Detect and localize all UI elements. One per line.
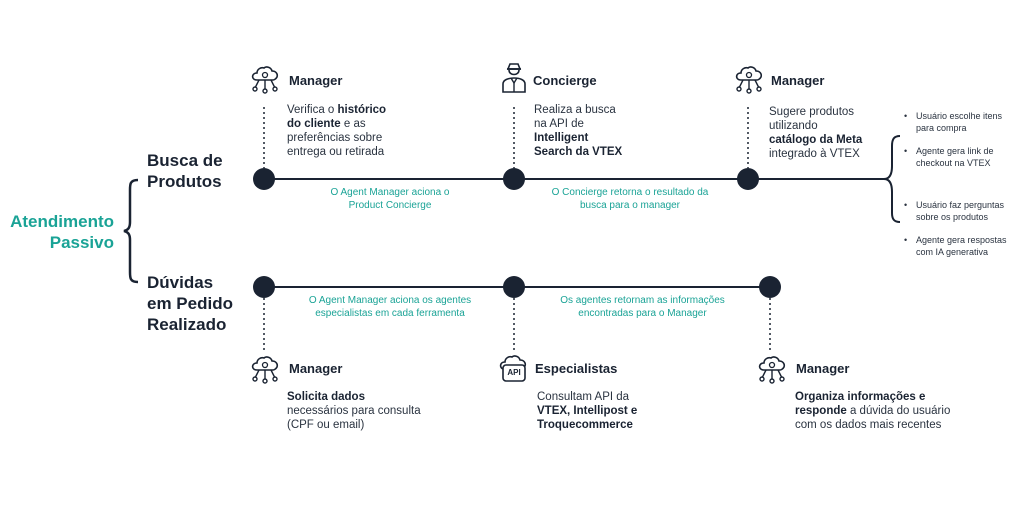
timeline-dot bbox=[253, 276, 275, 298]
main-label-line2: Passivo bbox=[49, 233, 114, 252]
link-text: O Concierge retorna o resultado da busca… bbox=[551, 187, 709, 211]
main-label: Atendimento Passivo bbox=[0, 211, 114, 253]
top-link-1: O Agent Manager aciona o Product Concier… bbox=[300, 187, 480, 212]
concierge-person-icon bbox=[499, 62, 529, 94]
cloud-network-icon bbox=[733, 62, 765, 94]
row-label-line: Realizado bbox=[147, 315, 227, 334]
node-title: Manager bbox=[796, 361, 850, 376]
main-brace bbox=[123, 178, 139, 284]
link-text: O Agent Manager aciona os agentes especi… bbox=[308, 295, 472, 319]
row-label-duvidas: Dúvidas em Pedido Realizado bbox=[147, 272, 233, 335]
main-label-line1: Atendimento bbox=[10, 212, 114, 231]
cloud-network-icon bbox=[756, 352, 788, 384]
cloud-network-icon bbox=[249, 352, 281, 384]
timeline-dot bbox=[503, 276, 525, 298]
node-title: Manager bbox=[771, 73, 825, 88]
node-title: Concierge bbox=[533, 73, 597, 88]
bottom-link-1: O Agent Manager aciona os agentes especi… bbox=[285, 295, 495, 320]
bottom-link-2: Os agentes retornam as informações encon… bbox=[535, 295, 750, 320]
row-label-line: Produtos bbox=[147, 172, 222, 191]
node-title: Manager bbox=[289, 73, 343, 88]
link-text: O Agent Manager aciona o Product Concier… bbox=[330, 187, 450, 211]
api-icon-label: API bbox=[507, 368, 521, 377]
top-link-2: O Concierge retorna o resultado da busca… bbox=[530, 187, 730, 212]
cloud-network-icon bbox=[249, 62, 281, 94]
api-cloud-icon: API bbox=[499, 352, 529, 384]
timeline-dot bbox=[253, 168, 275, 190]
row-label-line: Busca de bbox=[147, 151, 223, 170]
timeline-dot bbox=[503, 168, 525, 190]
bullet-text: Usuário escolhe itens para compra bbox=[916, 111, 1003, 133]
link-text: Os agentes retornam as informações encon… bbox=[560, 295, 725, 319]
timeline-dot bbox=[737, 168, 759, 190]
bullet-text: Agente gera link de checkout na VTEX bbox=[916, 146, 994, 168]
timeline-dot bbox=[759, 276, 781, 298]
bullet-text: Usuário faz perguntas sobre os produtos bbox=[916, 200, 1005, 222]
node-title: Manager bbox=[289, 361, 343, 376]
bullet-text: Agente gera respostas com IA generativa bbox=[916, 235, 1007, 257]
row-label-busca: Busca de Produtos bbox=[147, 150, 223, 192]
row-label-line: Dúvidas bbox=[147, 273, 214, 292]
right-brace bbox=[883, 135, 901, 223]
row-label-line: em Pedido bbox=[147, 294, 233, 313]
node-title: Especialistas bbox=[535, 361, 618, 376]
